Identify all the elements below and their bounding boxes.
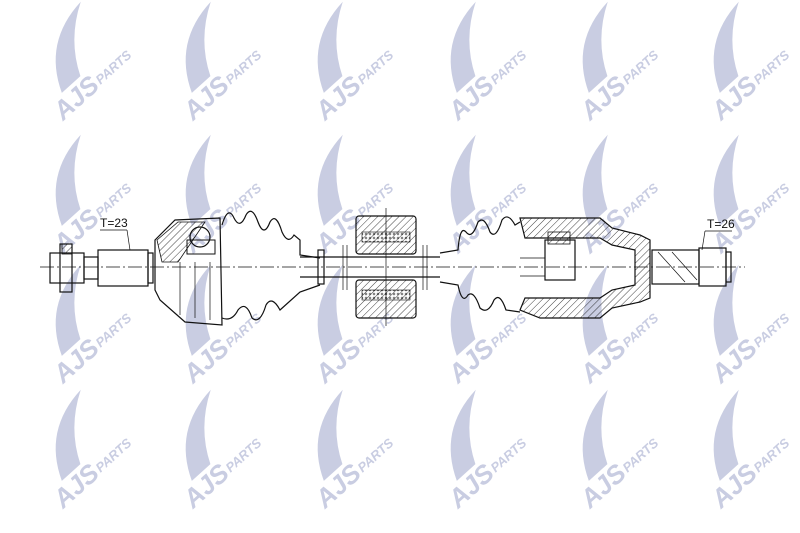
- inner-boot: [439, 216, 521, 313]
- left-stub-shaft: [49, 243, 154, 293]
- vibration-damper: [355, 208, 417, 326]
- svg-text:T=26: T=26: [707, 217, 735, 231]
- intermediate-shaft: [300, 245, 440, 290]
- outer-boot: [221, 210, 321, 321]
- inner-tripod-joint: [519, 217, 651, 319]
- svg-text:T=23: T=23: [100, 216, 128, 230]
- outer-cv-joint: [154, 217, 223, 326]
- left-spline-label: T=23: [100, 216, 131, 251]
- right-spline-label: T=26: [701, 217, 735, 251]
- right-stub-shaft: [651, 247, 732, 287]
